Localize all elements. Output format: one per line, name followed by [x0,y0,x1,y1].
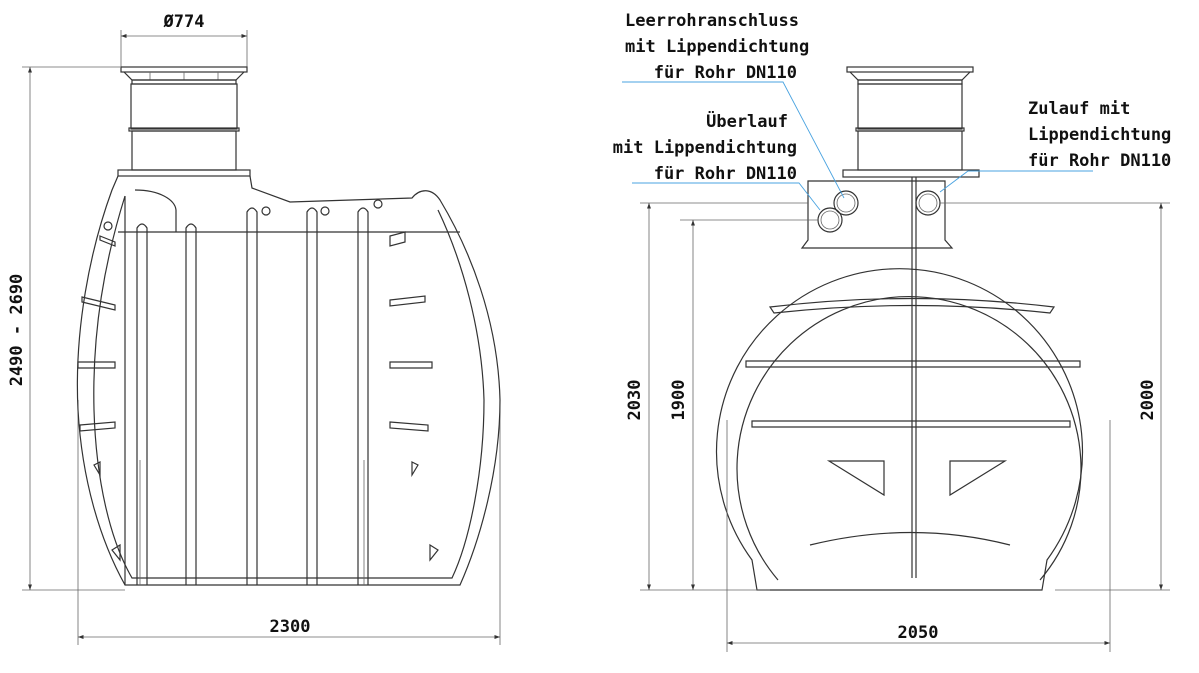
tank-brackets-side [77,231,439,562]
dimension-overflow-height: 1900 [669,219,818,590]
dimension-width: 2050 [726,420,1111,652]
side-view: Ø774 2490 - 2690 2300 [7,12,501,645]
total-height-label: 2030 [625,380,645,421]
dimension-total-height: 2030 [625,202,808,591]
length-label: 2300 [270,617,311,637]
lid-diameter-label: Ø774 [163,12,205,32]
width-label: 2050 [898,623,939,643]
dimension-height-range: 2490 - 2690 [7,66,125,591]
dimension-length: 2300 [77,400,501,645]
inlet-height-label: 2000 [1138,380,1158,421]
tank-ribs-side [136,207,369,585]
dimension-lid-diameter: Ø774 [120,12,248,67]
manhole-lid-front [842,66,980,178]
dimension-inlet-height: 2000 [940,202,1170,591]
callout-overflow-line-1: Überlauf [706,110,788,132]
callout-conduit-line-2: mit Lippendichtung [625,37,809,57]
callout-overflow-line-2: mit Lippendichtung [613,138,797,158]
callout-conduit: Leerrohranschluss mit Lippendichtung für… [622,11,845,199]
callout-conduit-line-1: Leerrohranschluss [625,11,799,31]
callout-inlet: Zulauf mit Lippendichtung für Rohr DN110 [939,99,1171,193]
manhole-lid [117,66,251,177]
tank-body-side [76,175,501,586]
callout-inlet-line-1: Zulauf mit [1028,99,1130,119]
overflow-height-label: 1900 [669,380,689,421]
callout-inlet-line-2: Lippendichtung [1028,125,1171,145]
callout-inlet-line-3: für Rohr DN110 [1028,151,1171,171]
tank-body-front [715,177,1084,591]
callout-overflow: Überlauf mit Lippendichtung für Rohr DN1… [613,110,821,211]
callout-conduit-line-3: für Rohr DN110 [654,63,797,83]
height-range-label: 2490 - 2690 [7,274,27,387]
front-view: 2030 1900 2000 2050 Leerrohranschluss mi… [613,11,1171,652]
connection-block [800,180,954,249]
callout-overflow-line-3: für Rohr DN110 [654,164,797,184]
